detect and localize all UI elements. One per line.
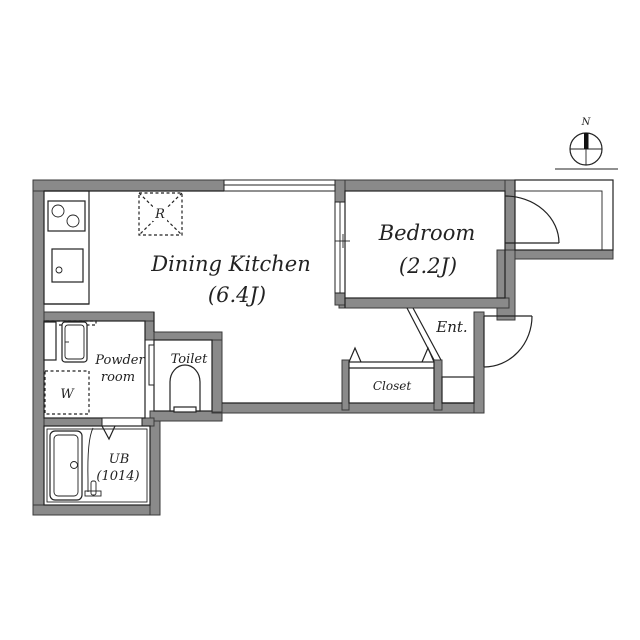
bedroom-label: Bedroom (378, 221, 476, 245)
bedroom-size: (2.2J) (399, 254, 457, 278)
compass-north-label: N (581, 117, 592, 128)
toilet-label: Toilet (171, 352, 208, 367)
toilet-room: Toilet (148, 339, 213, 413)
bathtub-icon (49, 430, 83, 501)
toilet-icon (169, 364, 201, 413)
stove-icon (47, 200, 86, 232)
washbasin-icon (43, 321, 88, 363)
powder-room: Powder room W (43, 320, 146, 427)
powder-room-label-1: Powder (94, 353, 145, 368)
entrance-label: Ent. (435, 318, 467, 336)
powder-room-label-2: room (101, 370, 135, 385)
closet-label: Closet (373, 379, 412, 393)
walls (32, 179, 614, 516)
front-door (483, 315, 533, 368)
windows (223, 179, 350, 294)
unit-bath-size: (1014) (96, 469, 139, 484)
washer-space: W (44, 370, 90, 415)
dining-kitchen-label: Dining Kitchen (150, 252, 311, 276)
sink-icon (51, 248, 84, 283)
refrigerator-label: R (154, 207, 165, 222)
unit-bath: UB (1014) (43, 425, 151, 506)
refrigerator-space: R (138, 192, 183, 236)
kitchen-counter (43, 190, 90, 305)
north-compass-icon: N (555, 117, 618, 170)
unit-bath-label: UB (109, 452, 130, 467)
closet: Closet (348, 346, 435, 404)
washer-label: W (60, 387, 75, 402)
balcony (504, 179, 614, 251)
shower-faucet-icon (84, 480, 102, 497)
dining-kitchen-size: (6.4J) (208, 283, 266, 307)
